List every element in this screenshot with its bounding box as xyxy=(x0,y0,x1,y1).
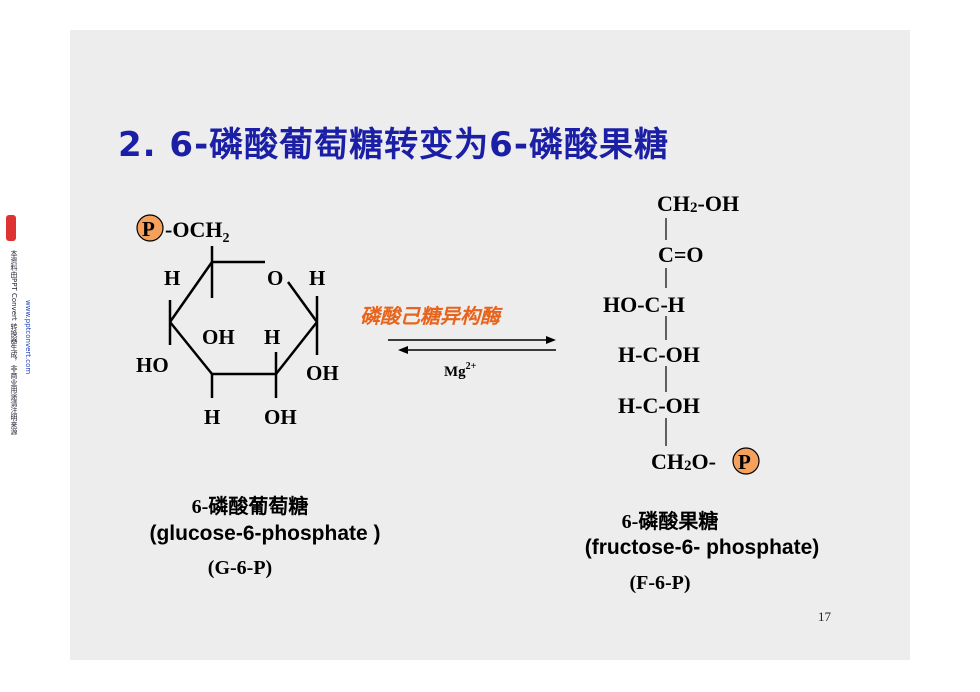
phosphate-badge-fructose xyxy=(732,447,760,475)
glucose-h-c3: H xyxy=(264,325,280,349)
glucose-oh-c1: OH xyxy=(306,361,339,385)
glucose-och2-label: -OCH2 xyxy=(165,217,229,246)
fructose-c3: HO-C-H xyxy=(603,292,685,317)
fructose-c6: CH2O- xyxy=(651,449,716,474)
glucose-h-top-right: H xyxy=(309,266,325,290)
fructose-c2: C=O xyxy=(658,242,704,267)
cofactor-label: Mg2+ xyxy=(444,361,477,380)
fructose-name-en: (fructose-6- phosphate) xyxy=(584,536,820,559)
slide-background xyxy=(70,30,910,660)
logo-icon xyxy=(6,215,16,241)
glucose-ring xyxy=(168,246,319,398)
sidebar-text: 本资料由PPT Convert 转换器生成，非商业用途请注明来源 xyxy=(10,250,18,435)
glucose-ring-oxygen: O xyxy=(267,266,283,290)
fructose-c5: H-C-OH xyxy=(618,393,700,418)
fructose-c4: H-C-OH xyxy=(618,342,700,367)
fructose-phosphate-label: P xyxy=(738,450,751,474)
glucose-name-en: (glucose-6-phosphate ) xyxy=(149,522,381,545)
glucose-h-top-left: H xyxy=(164,266,180,290)
fructose-abbr: (F-6-P) xyxy=(629,572,691,594)
sidebar-link[interactable]: www.pptconvert.com xyxy=(24,300,32,375)
equilibrium-arrows xyxy=(388,336,556,354)
page-number: 17 xyxy=(818,609,831,624)
phosphate-badge-glucose xyxy=(136,214,164,242)
glucose-oh-c4: OH xyxy=(202,325,235,349)
fructose-c1: CH2-OH xyxy=(657,191,739,216)
glucose-name-cn: 6-磷酸葡萄糖 xyxy=(191,496,309,518)
glucose-phosphate-label: P xyxy=(142,217,155,241)
fructose-name-cn: 6-磷酸果糖 xyxy=(621,511,719,533)
slide-title: 2. 6-磷酸葡萄糖转变为6-磷酸果糖 xyxy=(118,125,669,165)
glucose-h-bottom: H xyxy=(204,405,220,429)
glucose-oh-bottom: OH xyxy=(264,405,297,429)
glucose-ho: HO xyxy=(136,353,169,377)
glucose-abbr: (G-6-P) xyxy=(207,557,273,579)
enzyme-label: 磷酸己糖异构酶 xyxy=(360,305,503,328)
